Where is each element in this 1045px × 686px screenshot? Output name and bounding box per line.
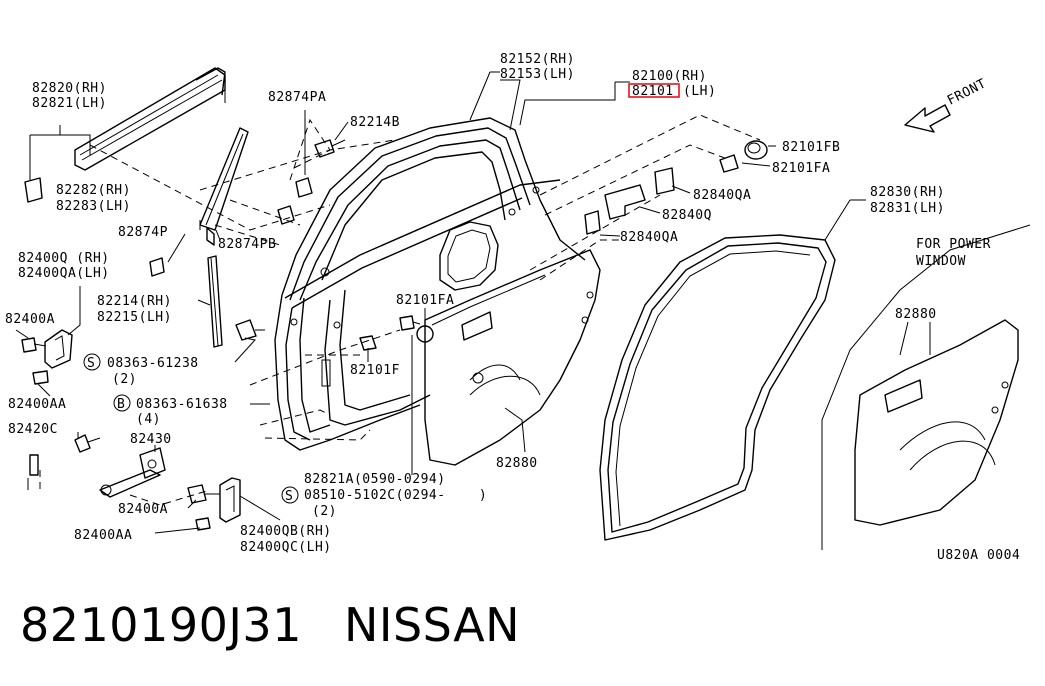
power-window-note-2: WINDOW [916, 254, 966, 269]
clip-82101FB [744, 140, 768, 160]
label-82821A: 82821A(0590-0294) [304, 472, 446, 487]
check-link-82430 [99, 447, 166, 498]
label-82840Q: 82840Q [662, 208, 712, 223]
front-arrow-icon [904, 104, 951, 133]
label-82283: 82283(LH) [56, 199, 131, 214]
label-08363-61638: 08363-61638 [136, 397, 228, 412]
label-82214B: 82214B [350, 115, 400, 130]
label-82100: 82100(RH) [632, 69, 707, 84]
door-shell [274, 117, 586, 451]
clip-guide-82874PA [289, 118, 331, 181]
label-82880-right: 82880 [895, 307, 937, 322]
label-82840QA-top: 82840QA [693, 188, 751, 203]
s-symbol-icon-2: S [281, 486, 299, 504]
trim-panel-82880-power [821, 224, 1031, 550]
label-82874PA: 82874PA [268, 90, 326, 105]
hinge-82400QB [187, 477, 241, 531]
bolt-82420C [29, 434, 101, 476]
clip-82101FA [399, 315, 434, 343]
label-08363-61238-qty: (2) [112, 372, 137, 387]
s-symbol-icon: S [83, 353, 101, 371]
hinge-82400Q [21, 329, 73, 385]
highlight-box [628, 83, 680, 98]
label-82880-mid: 82880 [496, 456, 538, 471]
label-82400A-bottom: 82400A [118, 502, 168, 517]
label-82830: 82830(RH) [870, 185, 945, 200]
label-82214: 82214(RH) [97, 294, 172, 309]
figure-code: U820A 0004 [937, 548, 1020, 563]
power-window-note-1: FOR POWER [916, 237, 991, 252]
label-82400A-left: 82400A [5, 312, 55, 327]
label-82152: 82152(RH) [500, 52, 575, 67]
label-82430: 82430 [130, 432, 172, 447]
sash-82214 [207, 255, 265, 348]
label-82874P: 82874P [118, 225, 168, 240]
parts-diagram: FRONT S B S 82820(RH) 82821(LH) 82874PA … [5, 52, 1031, 563]
label-08510-5102C-qty: (2) [312, 504, 337, 519]
label-82101F: 82101F [350, 363, 400, 378]
pads-82840Q [584, 167, 675, 235]
label-82400AA-top: 82400AA [8, 397, 66, 412]
label-82820: 82820(RH) [32, 81, 107, 96]
label-82400QB: 82400QB(RH) [240, 524, 332, 539]
label-82101-code: 82101 [632, 84, 674, 99]
s-mark: S [87, 356, 95, 371]
label-82420C: 82420C [8, 422, 58, 437]
label-82400AA-bottom: 82400AA [74, 528, 132, 543]
label-82153: 82153(LH) [500, 67, 575, 82]
label-08363-61638-qty: (4) [136, 412, 161, 427]
label-82101FA-mid: 82101FA [396, 293, 454, 308]
part-number: 8210190J31 [20, 598, 302, 652]
front-label: FRONT [945, 76, 989, 108]
label-82101FB: 82101FB [782, 140, 840, 155]
label-82821: 82821(LH) [32, 96, 107, 111]
division-sash-82282 [149, 127, 313, 277]
label-82874PB: 82874PB [218, 237, 276, 252]
label-82101FA-top: 82101FA [772, 161, 830, 176]
label-82400QA: 82400QA(LH) [18, 266, 110, 281]
clip-82101F [359, 335, 377, 362]
leader-lines [15, 71, 931, 534]
weatherstrip-82830 [599, 234, 836, 541]
label-82101-side: (LH) [683, 84, 716, 99]
b-symbol-icon: B [113, 394, 131, 412]
label-82840QA-mid: 82840QA [620, 230, 678, 245]
caption: 8210190J31 NISSAN [20, 598, 520, 652]
label-08510-5102C: 08510-5102C(0294- ) [304, 488, 487, 503]
label-82831: 82831(LH) [870, 201, 945, 216]
s-mark-2: S [285, 489, 293, 504]
screw-82214B [314, 139, 346, 158]
part-labels: 82820(RH) 82821(LH) 82874PA 82214B 82152… [5, 52, 1020, 563]
label-82282: 82282(RH) [56, 183, 131, 198]
label-08363-61238: 08363-61238 [107, 356, 199, 371]
brand-name: NISSAN [343, 598, 521, 652]
trim-panel-82880-center [424, 249, 601, 466]
label-82400Q: 82400Q (RH) [18, 251, 110, 266]
label-82400QC: 82400QC(LH) [240, 540, 332, 555]
b-mark: B [117, 397, 125, 412]
label-82215: 82215(LH) [97, 310, 172, 325]
clip-82101FA-top [719, 154, 739, 173]
